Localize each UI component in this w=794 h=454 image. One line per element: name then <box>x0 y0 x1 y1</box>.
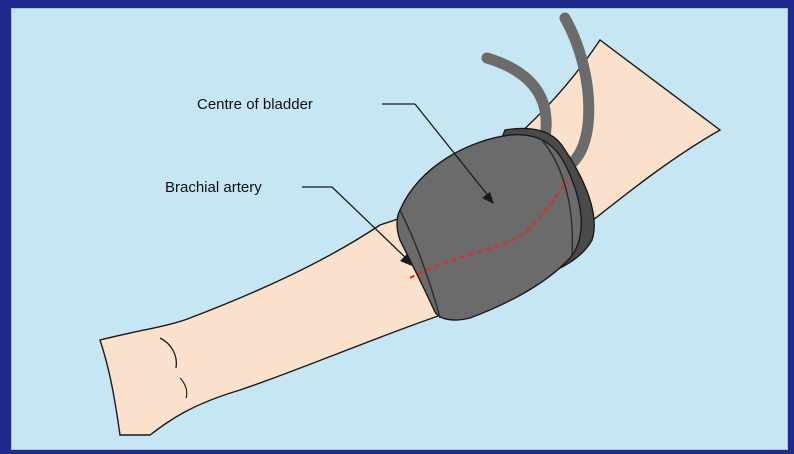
centre-of-bladder-label: Centre of bladder <box>197 96 313 113</box>
brachial-artery-label: Brachial artery <box>165 179 262 196</box>
